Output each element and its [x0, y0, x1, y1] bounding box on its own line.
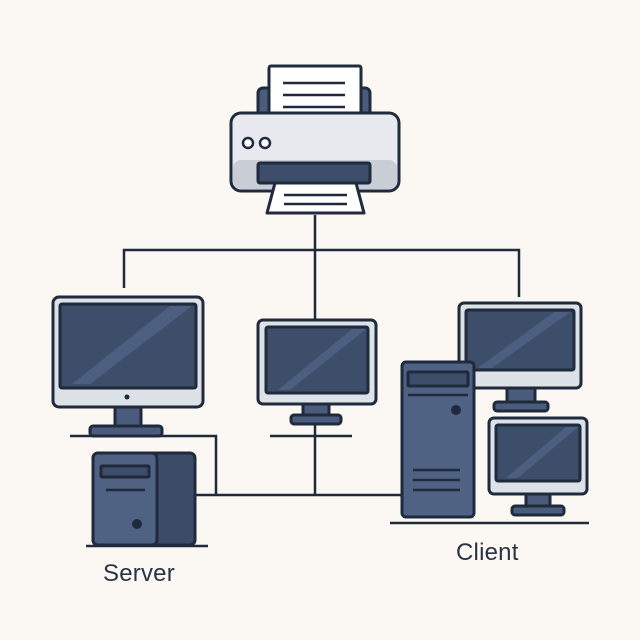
client-monitor-bottom-icon	[487, 416, 589, 517]
printer-icon	[229, 64, 401, 215]
server-monitor-icon	[51, 295, 207, 438]
client-tower-icon	[390, 360, 589, 525]
client-monitor-top-icon	[457, 301, 583, 413]
client-label: Client	[456, 539, 519, 566]
server-link-line	[207, 434, 218, 495]
server-tower-icon	[86, 451, 208, 548]
top-bus-line	[122, 248, 521, 297]
middle-monitor-icon	[256, 318, 378, 438]
server-label: Server	[103, 560, 175, 587]
